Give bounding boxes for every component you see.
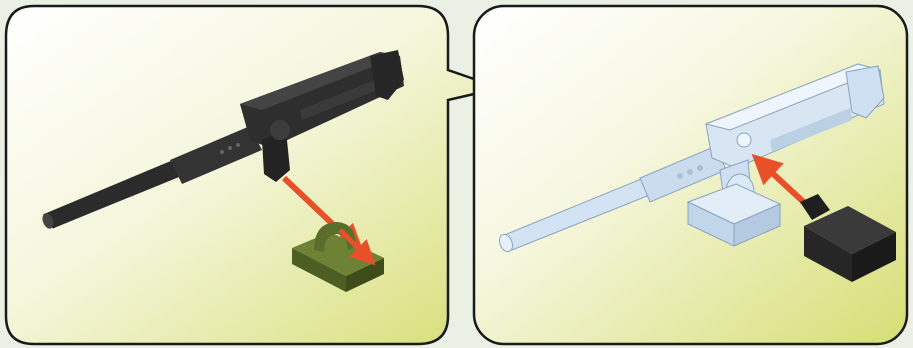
step-2-panel [474, 6, 907, 344]
step-1-panel [6, 6, 500, 344]
